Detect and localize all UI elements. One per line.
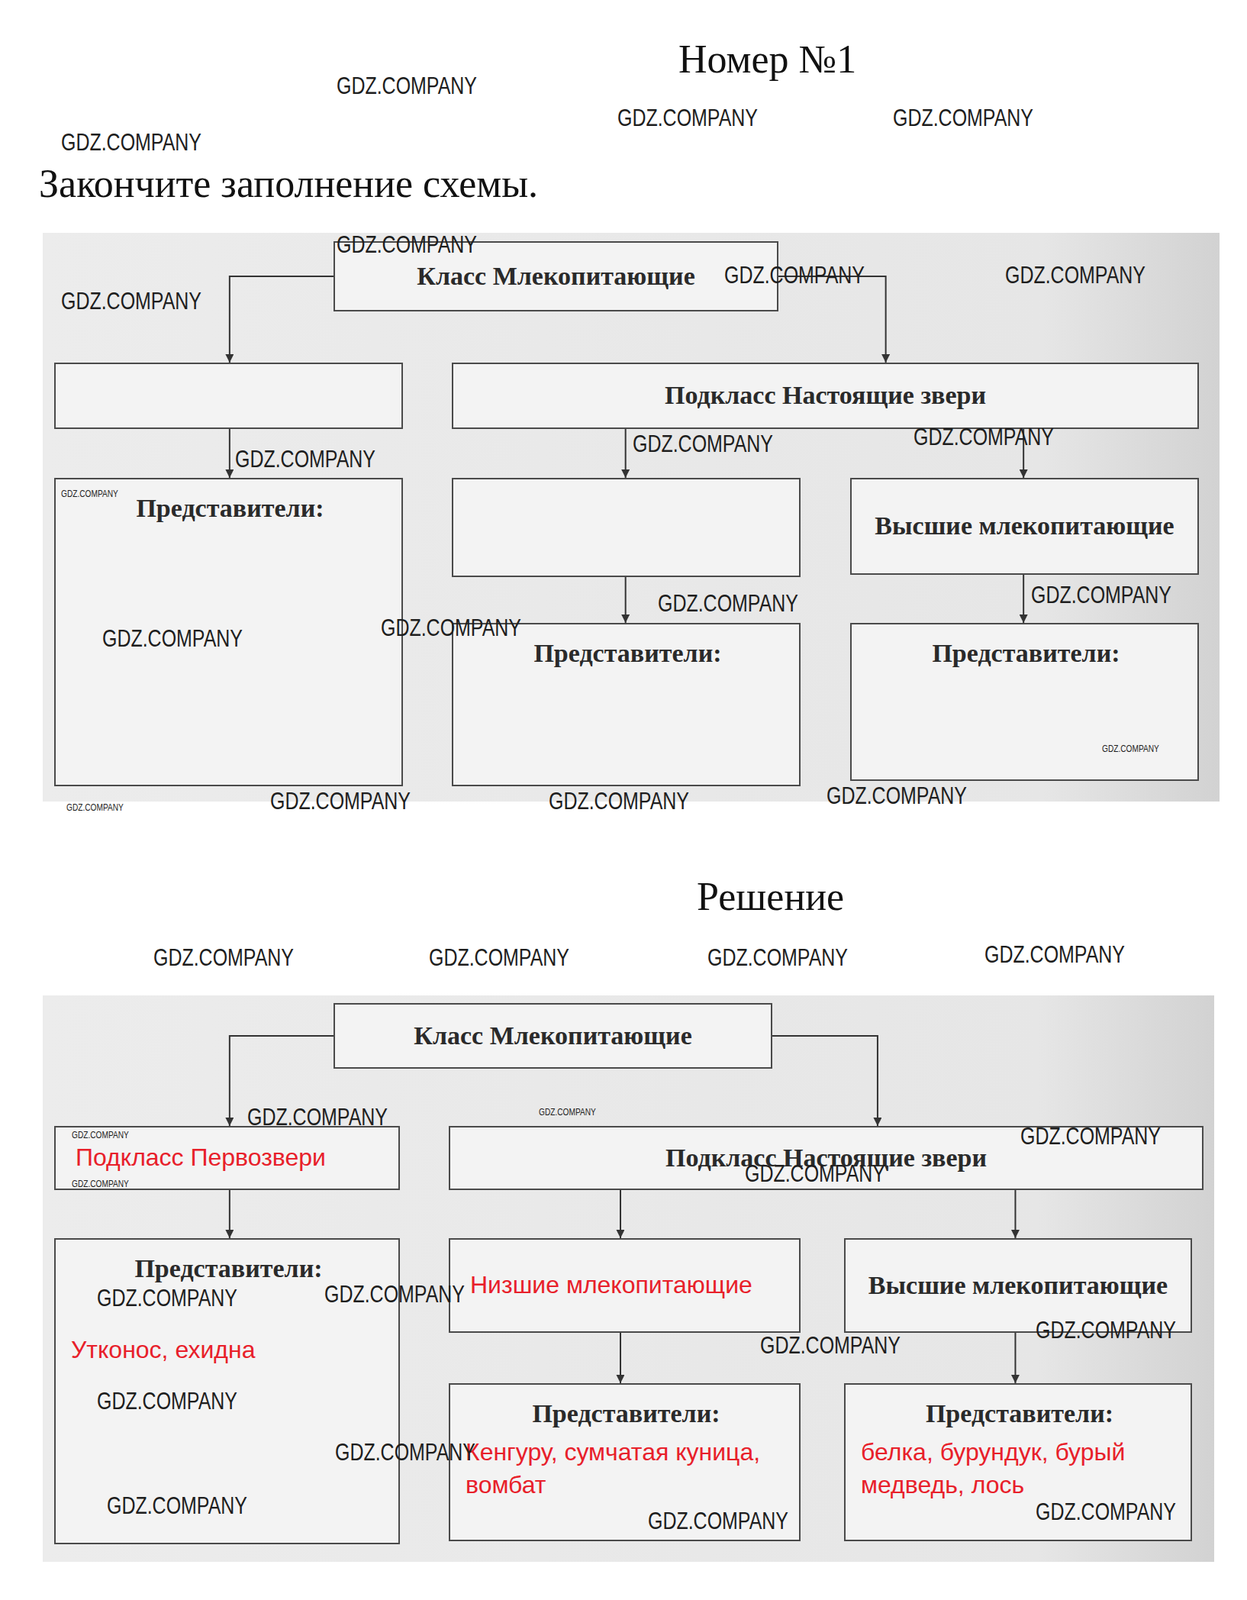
watermark: GDZ.COMPANY [1031,580,1172,609]
category-box [451,477,801,577]
watermark: GDZ.COMPANY [1035,1497,1177,1526]
category-box: Низшие млекопитающие [448,1237,801,1333]
box-heading: Представители: [468,638,787,670]
heading-text: Закончите заполнение схемы. [38,161,539,207]
connector-arrow [778,276,887,363]
box-heading: Представители: [70,1253,387,1285]
category-box [54,362,403,429]
watermark: GDZ.COMPANY [647,1506,789,1535]
box-heading: Подкласс Первозвери [75,1140,388,1174]
watermark: GDZ.COMPANY [428,943,570,972]
members-box: Представители: [451,622,801,787]
watermark: GDZ.COMPANY [153,943,294,972]
box-heading: Представители: [860,1398,1179,1430]
watermark: GDZ.COMPANY [61,286,202,316]
box-heading: Подкласс Настоящие звери [664,380,986,412]
watermark: GDZ.COMPANY [1102,742,1160,754]
watermark: GDZ.COMPANY [760,1330,901,1360]
watermark: GDZ.COMPANY [538,1105,597,1118]
watermark: GDZ.COMPANY [1005,261,1146,290]
watermark: GDZ.COMPANY [71,1128,129,1141]
watermark: GDZ.COMPANY [270,786,411,816]
connector-arrow [619,1189,622,1238]
box-heading: Низшие млекопитающие [470,1268,789,1302]
watermark: GDZ.COMPANY [380,613,522,642]
panel [42,995,1215,1562]
watermark: GDZ.COMPANY [324,1279,465,1309]
watermark: GDZ.COMPANY [724,261,865,290]
watermark: GDZ.COMPANY [96,1386,238,1415]
category-box: Высшие млекопитающие [850,477,1199,575]
watermark: GDZ.COMPANY [913,422,1054,452]
heading-text: Решение [696,873,845,919]
box-heading: Класс Млекопитающие [413,1020,692,1052]
watermark: GDZ.COMPANY [336,71,477,100]
box-heading: Высшие млекопитающие [868,1269,1168,1302]
watermark: GDZ.COMPANY [657,589,799,618]
box-heading: Представители: [465,1398,787,1430]
members-list: белка, бурундук, бурый медведь, лось [860,1435,1179,1502]
watermark: GDZ.COMPANY [632,429,774,458]
connector-arrow [619,1332,622,1383]
watermark: GDZ.COMPANY [96,1283,238,1312]
watermark: GDZ.COMPANY [744,1159,886,1188]
connector-arrow [1022,574,1025,623]
members-box: Представители: [850,622,1199,781]
connector-arrow [228,428,231,478]
watermark: GDZ.COMPANY [61,128,202,157]
watermark: GDZ.COMPANY [336,230,477,259]
watermark: GDZ.COMPANY [984,940,1125,969]
members-list: Утконос, ехидна [70,1333,387,1367]
box-heading: Представители: [70,493,390,525]
category-box: Подкласс Настоящие звери [451,362,1199,429]
connector-arrow [1014,1189,1016,1238]
box-heading: Высшие млекопитающие [874,510,1174,542]
watermark: GDZ.COMPANY [247,1102,388,1131]
watermark: GDZ.COMPANY [548,786,690,816]
watermark: GDZ.COMPANY [106,1491,248,1520]
watermark: GDZ.COMPANY [1035,1315,1177,1344]
watermark: GDZ.COMPANY [826,781,967,810]
watermark: GDZ.COMPANY [617,103,758,133]
panel [42,232,1220,802]
connector-arrow [229,276,334,363]
watermark: GDZ.COMPANY [66,801,124,813]
members-list: Кенгуру, сумчатая куница, вомбат [465,1435,787,1502]
watermark: GDZ.COMPANY [892,103,1034,133]
watermark: GDZ.COMPANY [61,487,119,500]
title: Номер №1 [678,36,857,82]
watermark: GDZ.COMPANY [707,943,848,972]
watermark: GDZ.COMPANY [1020,1121,1161,1151]
connector-arrow [625,576,627,623]
box-heading: Представители: [866,638,1186,670]
connector-arrow [772,1035,878,1126]
watermark: GDZ.COMPANY [335,1437,476,1467]
category-box: Класс Млекопитающие [333,1002,773,1069]
watermark: GDZ.COMPANY [71,1177,129,1189]
connector-arrow [1014,1332,1016,1383]
watermark: GDZ.COMPANY [235,444,376,474]
connector-arrow [228,1189,231,1238]
box-heading: Класс Млекопитающие [416,261,695,293]
connector-arrow [625,428,627,478]
watermark: GDZ.COMPANY [102,624,243,653]
